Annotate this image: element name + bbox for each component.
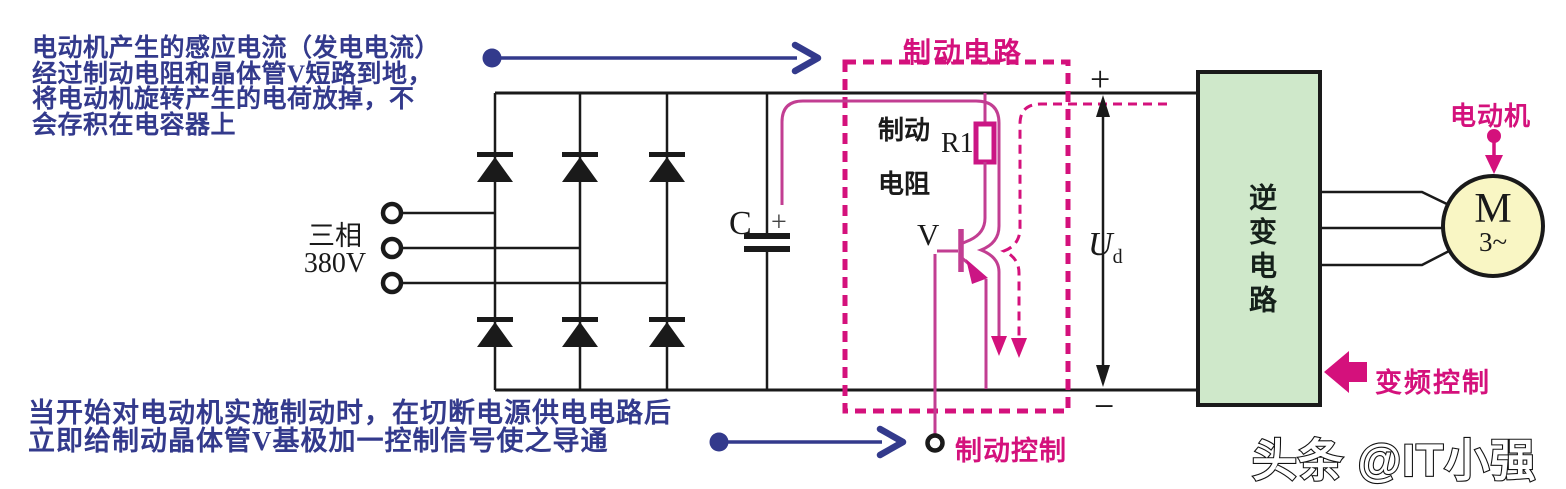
three-phase-text: 三相 <box>308 221 362 251</box>
resistor-ref-label: R1 <box>941 128 974 159</box>
braking-control-terminal <box>925 433 945 453</box>
three-phase-terminals <box>380 201 667 295</box>
inverter-label: 逆变电路 <box>1245 183 1276 319</box>
transistor-ref-label: V <box>917 217 940 252</box>
capacitor-plus-label: + <box>771 207 787 238</box>
ud-voltage-arrow <box>1096 95 1110 387</box>
capacitor-label: C <box>729 205 752 242</box>
motor-symbol-group: M 3~ <box>1443 186 1543 257</box>
vfd-control-label: 变频控制 <box>1375 368 1491 398</box>
note-top: 电动机产生的感应电流（发电电流） 经过制动电阻和晶体管V短路到地， 将电动机旋转… <box>32 35 441 139</box>
voltage-text: 380V <box>303 248 367 279</box>
motor-title: 电动机 <box>1450 102 1532 131</box>
return-current-arrow-icon <box>1011 338 1027 358</box>
top-flow-arrow-icon <box>482 41 822 75</box>
brake-res-line1: 制动 <box>878 116 931 145</box>
motor-circle <box>1441 174 1545 278</box>
bottom-flow-arrow-icon <box>709 425 907 459</box>
capacitor <box>744 93 790 390</box>
diode-icon <box>477 317 685 347</box>
return-current-path <box>1000 102 1167 342</box>
inverter-box <box>1196 70 1322 407</box>
ud-label: Ud <box>1088 226 1123 269</box>
brake-res-line2: 电阻 <box>878 170 931 199</box>
braking-control-lead <box>925 254 945 453</box>
motor-pointer-icon <box>1485 129 1503 174</box>
motor-symbol: M <box>1474 186 1512 232</box>
ud-symbol: U <box>1088 226 1113 263</box>
watermark: 头条 @IT小强强 <box>1251 434 1537 487</box>
vfd-control-arrow-icon <box>1324 351 1367 393</box>
dc-minus-label: − <box>1094 386 1115 426</box>
emitter-arrow-icon <box>966 259 988 284</box>
motor-phases: 3~ <box>1478 227 1508 257</box>
diode-icon <box>477 152 685 182</box>
note-bottom: 当开始对电动机实施制动时，在切断电源供电电路后 立即给制动晶体管V基极加一控制信… <box>28 398 672 456</box>
braking-resistor-transistor <box>937 93 997 389</box>
three-phase-label: 三相 380V <box>293 222 377 278</box>
resistor-R1-icon <box>973 121 997 165</box>
dc-plus-label: + <box>1090 59 1111 99</box>
brake-resistor-label: 制动 电阻 <box>878 117 930 198</box>
braking-control-label: 制动控制 <box>955 436 1067 466</box>
braking-circuit-box <box>842 59 1071 414</box>
motor <box>1320 174 1545 278</box>
discharge-current-path <box>780 99 1007 356</box>
rectifier-bridge <box>477 93 685 390</box>
braking-circuit-title: 制动电路 <box>903 38 1024 69</box>
ud-subscript: d <box>1112 245 1123 268</box>
